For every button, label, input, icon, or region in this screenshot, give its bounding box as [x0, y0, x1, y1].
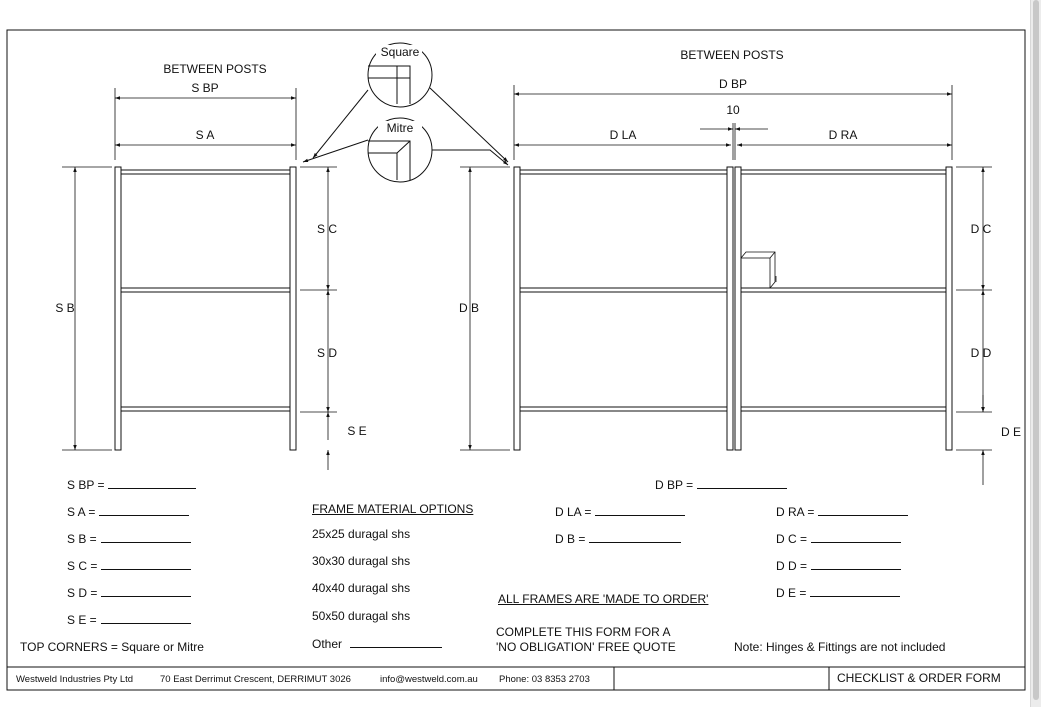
company-phone: Phone: 03 8353 2703	[499, 674, 590, 685]
field-dbp[interactable]: D BP =	[655, 477, 788, 492]
blank-line[interactable]	[99, 504, 190, 516]
field-dla[interactable]: D LA =	[555, 504, 686, 519]
field-sb[interactable]: S B =	[67, 531, 191, 546]
material-title: FRAME MATERIAL OPTIONS	[312, 502, 474, 516]
field-label: S BP =	[67, 478, 105, 492]
double-frame	[513, 166, 953, 451]
label-se: S E	[347, 424, 366, 438]
blank-line[interactable]	[350, 636, 443, 648]
label-dla: D LA	[610, 128, 637, 142]
field-label: D D =	[776, 559, 808, 573]
field-db[interactable]: D B =	[555, 531, 682, 546]
blank-line[interactable]	[595, 504, 686, 516]
field-label: S D =	[67, 586, 98, 600]
blank-line[interactable]	[108, 477, 197, 489]
label-dd: D D	[971, 346, 992, 360]
label-dbp: D BP	[719, 77, 747, 91]
material-option: 50x50 duragal shs	[312, 609, 411, 623]
made-to-order: ALL FRAMES ARE 'MADE TO ORDER'	[498, 592, 709, 606]
blank-line[interactable]	[100, 612, 191, 624]
blank-line[interactable]	[100, 531, 191, 543]
blank-line[interactable]	[811, 531, 902, 543]
label-sd: S D	[317, 346, 337, 360]
field-sa[interactable]: S A =	[67, 504, 190, 519]
blank-line[interactable]	[101, 558, 192, 570]
label-db: D B	[459, 301, 479, 315]
field-dc[interactable]: D C =	[776, 531, 902, 546]
sheet-border	[6, 29, 1026, 691]
field-label: D LA =	[555, 505, 592, 519]
blank-line[interactable]	[818, 504, 909, 516]
company-name: Westweld Industries Pty Ltd	[16, 674, 134, 685]
field-label: D E =	[776, 586, 807, 600]
field-dra[interactable]: D RA =	[776, 504, 909, 519]
double-between-posts: BETWEEN POSTS	[680, 48, 783, 62]
field-label: D C =	[776, 532, 808, 546]
label-sa: S A	[196, 128, 215, 142]
field-label: S C =	[67, 559, 98, 573]
single-frame	[114, 166, 297, 451]
field-sbp[interactable]: S BP =	[67, 477, 197, 492]
field-sd[interactable]: S D =	[67, 585, 192, 600]
company-email[interactable]: info@westweld.com.au	[380, 674, 478, 685]
material-option: 40x40 duragal shs	[312, 581, 411, 595]
blank-line[interactable]	[811, 558, 902, 570]
material-option: 30x30 duragal shs	[312, 554, 411, 568]
top-corners-line: TOP CORNERS = Square or Mitre	[20, 640, 204, 654]
label-dra: D RA	[829, 128, 858, 142]
form-title: CHECKLIST & ORDER FORM	[837, 671, 1001, 685]
label-sbp: S BP	[191, 81, 218, 95]
label-sc: S C	[317, 222, 337, 236]
label-sb: S B	[55, 301, 74, 315]
field-label: D BP =	[655, 478, 694, 492]
blank-line[interactable]	[101, 585, 192, 597]
double-dimensions	[460, 85, 992, 485]
vertical-scrollbar[interactable]	[1030, 0, 1041, 707]
mitre-label: Mitre	[387, 121, 414, 135]
single-dimensions	[62, 88, 337, 470]
quote-line-2: 'NO OBLIGATION' FREE QUOTE	[496, 640, 676, 654]
scrollbar-thumb[interactable]	[1033, 0, 1039, 700]
field-sc[interactable]: S C =	[67, 558, 192, 573]
single-between-posts: BETWEEN POSTS	[163, 62, 266, 76]
field-label: D RA =	[776, 505, 815, 519]
blank-line[interactable]	[697, 477, 788, 489]
material-option: 25x25 duragal shs	[312, 527, 411, 541]
field-dd[interactable]: D D =	[776, 558, 902, 573]
square-label: Square	[381, 45, 420, 59]
field-se[interactable]: S E =	[67, 612, 191, 627]
field-label: S A =	[67, 505, 96, 519]
blank-line[interactable]	[810, 585, 901, 597]
company-address: 70 East Derrimut Crescent, DERRIMUT 3026	[160, 674, 351, 685]
label-dc: D C	[971, 222, 992, 236]
field-label: D B =	[555, 532, 586, 546]
field-label: S B =	[67, 532, 97, 546]
hinge-sketch	[740, 251, 777, 289]
material-other[interactable]: Other	[312, 636, 443, 651]
blank-line[interactable]	[589, 531, 682, 543]
field-label: S E =	[67, 613, 97, 627]
form-title-box	[828, 666, 1026, 691]
quote-line-1: COMPLETE THIS FORM FOR A	[496, 625, 671, 639]
field-de[interactable]: D E =	[776, 585, 901, 600]
label-gap: 10	[726, 103, 740, 117]
field-label: Other	[312, 637, 343, 651]
hinges-note: Note: Hinges & Fittings are not included	[734, 640, 946, 654]
label-de: D E	[1001, 425, 1021, 439]
